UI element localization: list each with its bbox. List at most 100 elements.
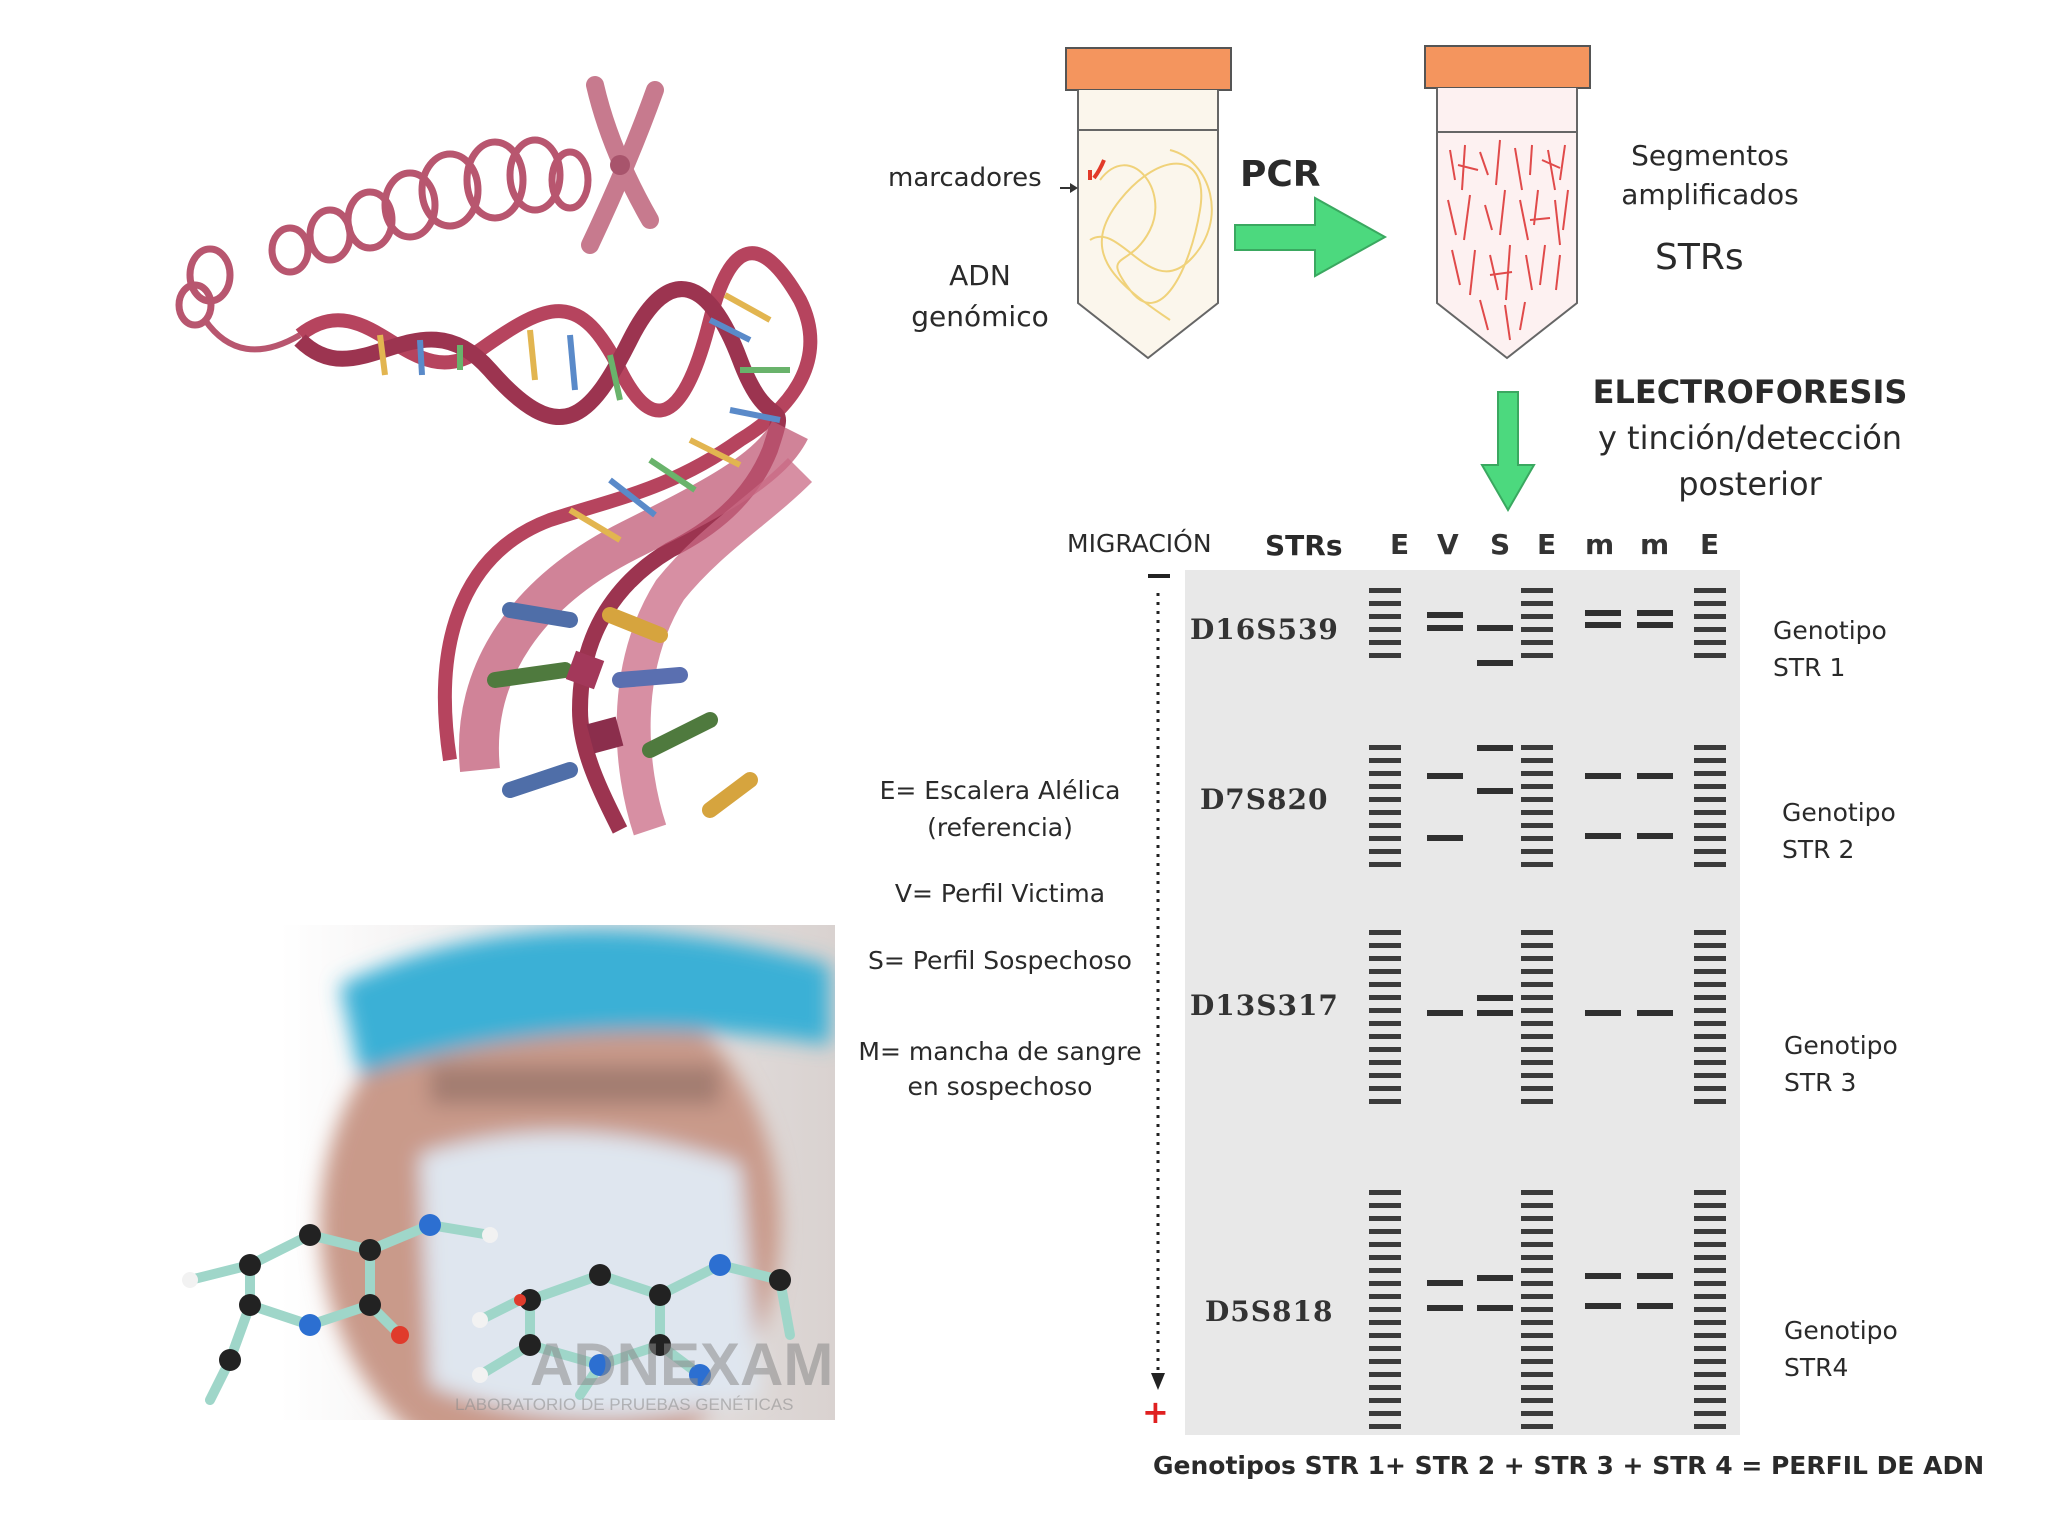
marker-pointer-arrow: [1060, 183, 1078, 193]
legend-e-line2: (referencia): [927, 813, 1073, 843]
gel-band: [1369, 1281, 1401, 1286]
gel-band: [1427, 773, 1463, 779]
migration-plus: +: [1142, 1393, 1169, 1431]
label-adn-genomico: ADN genómico: [895, 258, 1065, 334]
gel-band: [1369, 1216, 1401, 1221]
gel-band: [1521, 1255, 1553, 1260]
gel-band: [1369, 614, 1401, 619]
label-segmentos-line1: Segmentos: [1631, 139, 1789, 172]
gel-band: [1369, 930, 1401, 935]
gel-band: [1694, 758, 1726, 763]
pcr-tubes-diagram: [1060, 45, 1591, 360]
legend-e-line1: E= Escalera Alélica: [879, 776, 1121, 805]
gel-band: [1694, 1073, 1726, 1078]
legend-v: V= Perfil Victima: [894, 878, 1106, 908]
gel-band: [1369, 797, 1401, 802]
electroforesis-title: ELECTROFORESIS: [1592, 373, 1908, 411]
gel-band: [1521, 771, 1553, 776]
gel-band: [1694, 1372, 1726, 1377]
gel-band: [1694, 797, 1726, 802]
gel-band: [1521, 956, 1553, 961]
gel-band: [1585, 833, 1621, 839]
electroforesis-arrow-icon: [1480, 391, 1536, 512]
dna-illustration: [175, 76, 818, 836]
gel-band: [1369, 956, 1401, 961]
tube-genomic-dna: [1065, 47, 1232, 360]
gel-band: [1694, 1242, 1726, 1247]
photo-watermark-sub: LABORATORIO DE PRUEBAS GENÉTICAS: [455, 1395, 794, 1414]
locus-d7s820: D7S820: [1200, 783, 1329, 816]
gel-band: [1369, 1008, 1401, 1013]
gel-band: [1369, 862, 1401, 867]
gel-band: [1521, 745, 1553, 750]
gel-band: [1369, 1268, 1401, 1273]
gel-band: [1521, 969, 1553, 974]
gel-band: [1521, 1320, 1553, 1325]
gel-band: [1521, 614, 1553, 619]
gel-band: [1369, 1229, 1401, 1234]
gel-band: [1369, 588, 1401, 593]
label-adn-line2: genómico: [911, 300, 1049, 333]
gel-band: [1694, 640, 1726, 645]
gel-band: [1694, 1216, 1726, 1221]
gel-band: [1369, 1333, 1401, 1338]
gel-band: [1694, 1255, 1726, 1260]
migracion-label: MIGRACIÓN: [1067, 529, 1212, 558]
gel-band: [1369, 1411, 1401, 1416]
gel-band: [1694, 956, 1726, 961]
gel-band: [1637, 1303, 1673, 1309]
gel-band: [1477, 788, 1513, 794]
gel-band: [1521, 1008, 1553, 1013]
gel-band: [1369, 1346, 1401, 1351]
genotipo-str2: Genotipo STR 2: [1782, 797, 1896, 866]
gel-band: [1521, 1346, 1553, 1351]
gel-band: [1427, 1010, 1463, 1016]
gel-band: [1369, 1190, 1401, 1195]
genotipo-str1-line1: Genotipo: [1773, 616, 1887, 645]
gel-band: [1521, 1307, 1553, 1312]
genotipo-str1-line2: STR 1: [1773, 653, 1846, 683]
gel-band: [1694, 1099, 1726, 1104]
gel-band: [1694, 627, 1726, 632]
molecule-atoms: [182, 1214, 791, 1386]
gel-band: [1369, 771, 1401, 776]
gel-band: [1521, 1034, 1553, 1039]
gel-band: [1637, 833, 1673, 839]
gel-band: [1521, 601, 1553, 606]
gel-band: [1637, 622, 1673, 628]
gel-footer: Genotipos STR 1+ STR 2 + STR 3 + STR 4 =…: [1153, 1451, 1985, 1480]
gel-band: [1521, 1372, 1553, 1377]
gel-band: [1369, 995, 1401, 1000]
gel-band: [1369, 784, 1401, 789]
gel-band: [1369, 969, 1401, 974]
gel-band: [1694, 969, 1726, 974]
gel-band: [1477, 1010, 1513, 1016]
gel-band: [1694, 1021, 1726, 1026]
lane-header: m: [1585, 528, 1615, 561]
gel-band: [1637, 1273, 1673, 1279]
gel-band: [1694, 1086, 1726, 1091]
gel-band: [1694, 1398, 1726, 1403]
gel-band: [1369, 758, 1401, 763]
gel-band: [1521, 1385, 1553, 1390]
genotipo-str1: Genotipo STR 1: [1773, 615, 1887, 684]
gel-band: [1694, 1047, 1726, 1052]
gel-band: [1521, 1424, 1553, 1429]
gel-band: [1521, 836, 1553, 841]
gel-band: [1521, 823, 1553, 828]
gel-band: [1477, 745, 1513, 751]
gel-band: [1694, 1229, 1726, 1234]
gel-band: [1477, 1305, 1513, 1311]
gel-band: [1694, 982, 1726, 987]
locus-d16s539: D16S539: [1190, 613, 1339, 646]
gel-band: [1694, 1203, 1726, 1208]
gel-band: [1369, 1255, 1401, 1260]
gel-band: [1694, 836, 1726, 841]
gel-band: [1521, 758, 1553, 763]
gel-band: [1369, 627, 1401, 632]
gel-band: [1477, 625, 1513, 631]
genotipo-str2-line1: Genotipo: [1782, 798, 1896, 827]
gel-band: [1521, 1086, 1553, 1091]
gel-band: [1521, 862, 1553, 867]
gel-band: [1369, 1242, 1401, 1247]
